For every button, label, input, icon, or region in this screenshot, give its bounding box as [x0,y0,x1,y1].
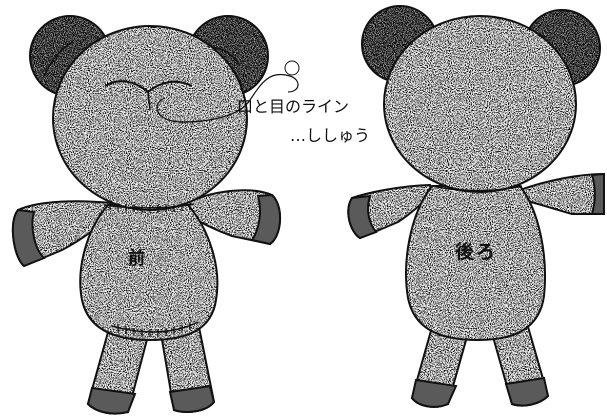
back-right-arm [518,172,605,215]
front-neck-stitches [103,202,195,213]
back-bear [347,5,605,408]
back-left-leg [410,318,472,408]
front-hip-stitches [111,321,199,337]
back-head [383,15,577,193]
annotation-small-circle [284,60,300,76]
front-left-leg [86,323,152,415]
annotation-leader-line [156,73,299,123]
back-left-arm [347,183,434,240]
front-label: 前 [128,249,145,269]
front-mouth-line [147,91,151,111]
back-label: 後ろ [455,241,498,263]
back-neck-seam [431,185,523,192]
back-right-leg [488,318,550,407]
front-bear [11,15,300,415]
back-body [405,185,546,342]
front-right-leg [158,320,216,413]
annotation-mouth-eye-line: 口と目のライン [237,97,350,116]
front-body [79,204,219,342]
front-right-arm [180,189,281,246]
annotation-embroidery: …ししゅう [290,126,371,145]
